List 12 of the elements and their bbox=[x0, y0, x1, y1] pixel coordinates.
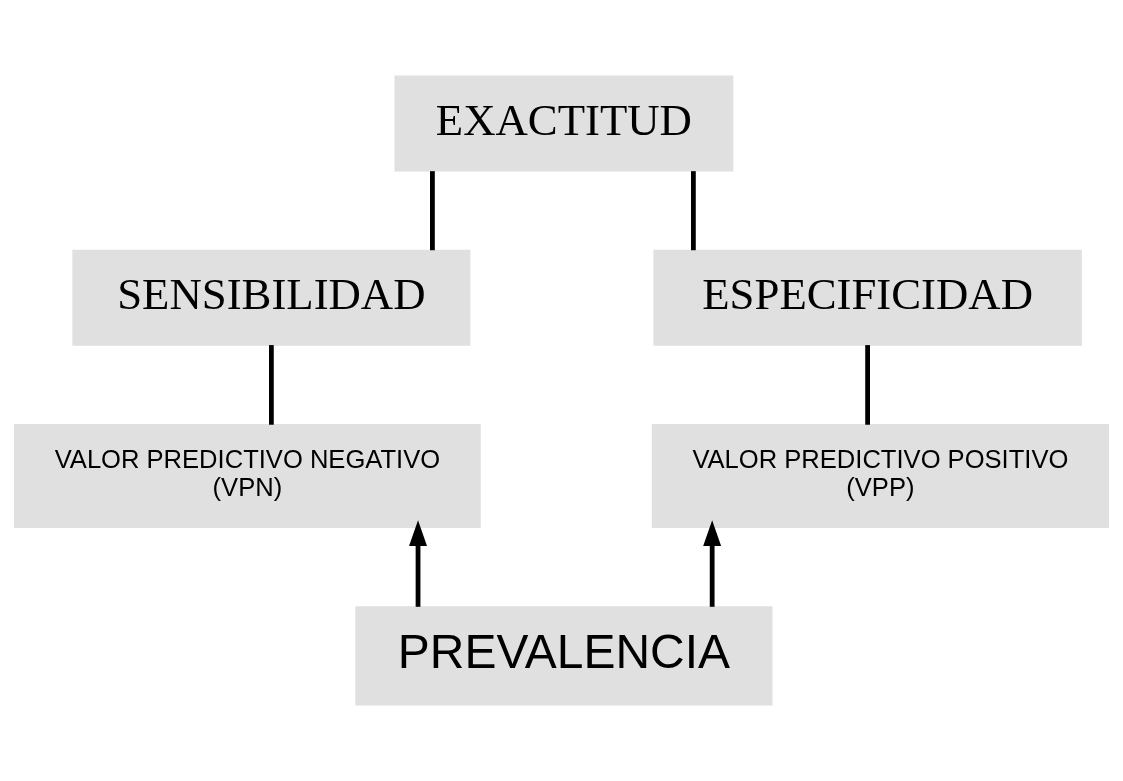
connector bbox=[268, 345, 274, 425]
node-box: ESPECIFICIDAD bbox=[653, 249, 1082, 346]
node-box: VALOR PREDICTIVO NEGATIVO (VPN) bbox=[14, 424, 481, 528]
arrow bbox=[409, 520, 427, 607]
arrow bbox=[703, 520, 722, 607]
node-box: PREVALENCIA bbox=[355, 606, 773, 706]
node-box: SENSIBILIDAD bbox=[72, 249, 471, 346]
node-box: EXACTITUD bbox=[394, 75, 734, 172]
connector bbox=[865, 345, 870, 425]
connector bbox=[430, 171, 435, 251]
connector bbox=[691, 171, 696, 251]
node-box: VALOR PREDICTIVO POSITIVO (VPP) bbox=[651, 424, 1109, 528]
